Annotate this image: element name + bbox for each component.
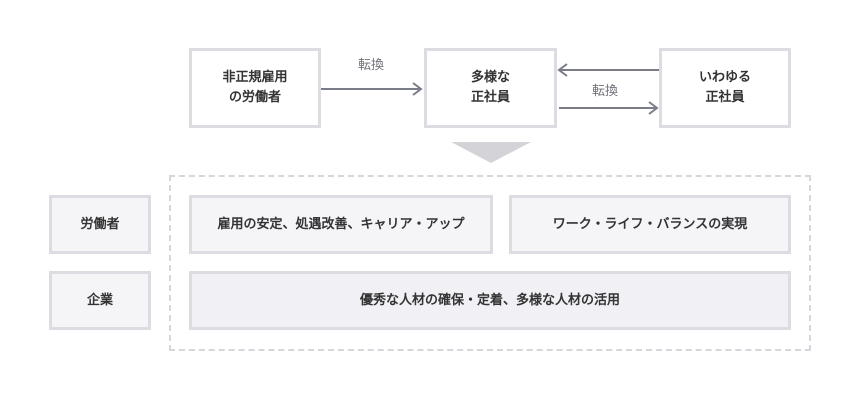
node-nonregular-worker: 非正規雇用 の労働者 xyxy=(189,48,321,128)
arrow-label-left: 転換 xyxy=(358,58,385,73)
down-triangle-arrow xyxy=(451,142,531,163)
benefit-employment-stability: 雇用の安定、処遇改善、キャリア・アップ xyxy=(189,195,493,254)
benefit-talent-retention: 優秀な人材の確保・定着、多様な人材の活用 xyxy=(189,271,791,330)
arrow-label-right: 転換 xyxy=(592,84,619,99)
node-regular-employee: いわゆる 正社員 xyxy=(659,48,791,128)
benefits-region xyxy=(169,175,811,351)
node-diverse-line1: 多様な xyxy=(470,70,510,85)
node-diverse-line2: 正社員 xyxy=(470,90,510,105)
row-label-worker: 労働者 xyxy=(49,195,151,254)
row-label-company: 企業 xyxy=(49,271,151,330)
node-diverse-regular-employee: 多様な 正社員 xyxy=(424,48,557,128)
node-regular-line1: いわゆる xyxy=(698,70,751,85)
benefit-work-life-balance: ワーク・ライフ・バランスの実現 xyxy=(509,195,791,254)
arrow-diverse-to-regular xyxy=(559,101,659,115)
arrow-regular-to-diverse xyxy=(557,63,659,77)
node-regular-line2: 正社員 xyxy=(705,90,745,105)
arrow-nonregular-to-diverse xyxy=(321,82,423,96)
node-nonregular-line1: 非正規雇用 xyxy=(222,70,288,85)
node-nonregular-line2: の労働者 xyxy=(228,90,281,105)
